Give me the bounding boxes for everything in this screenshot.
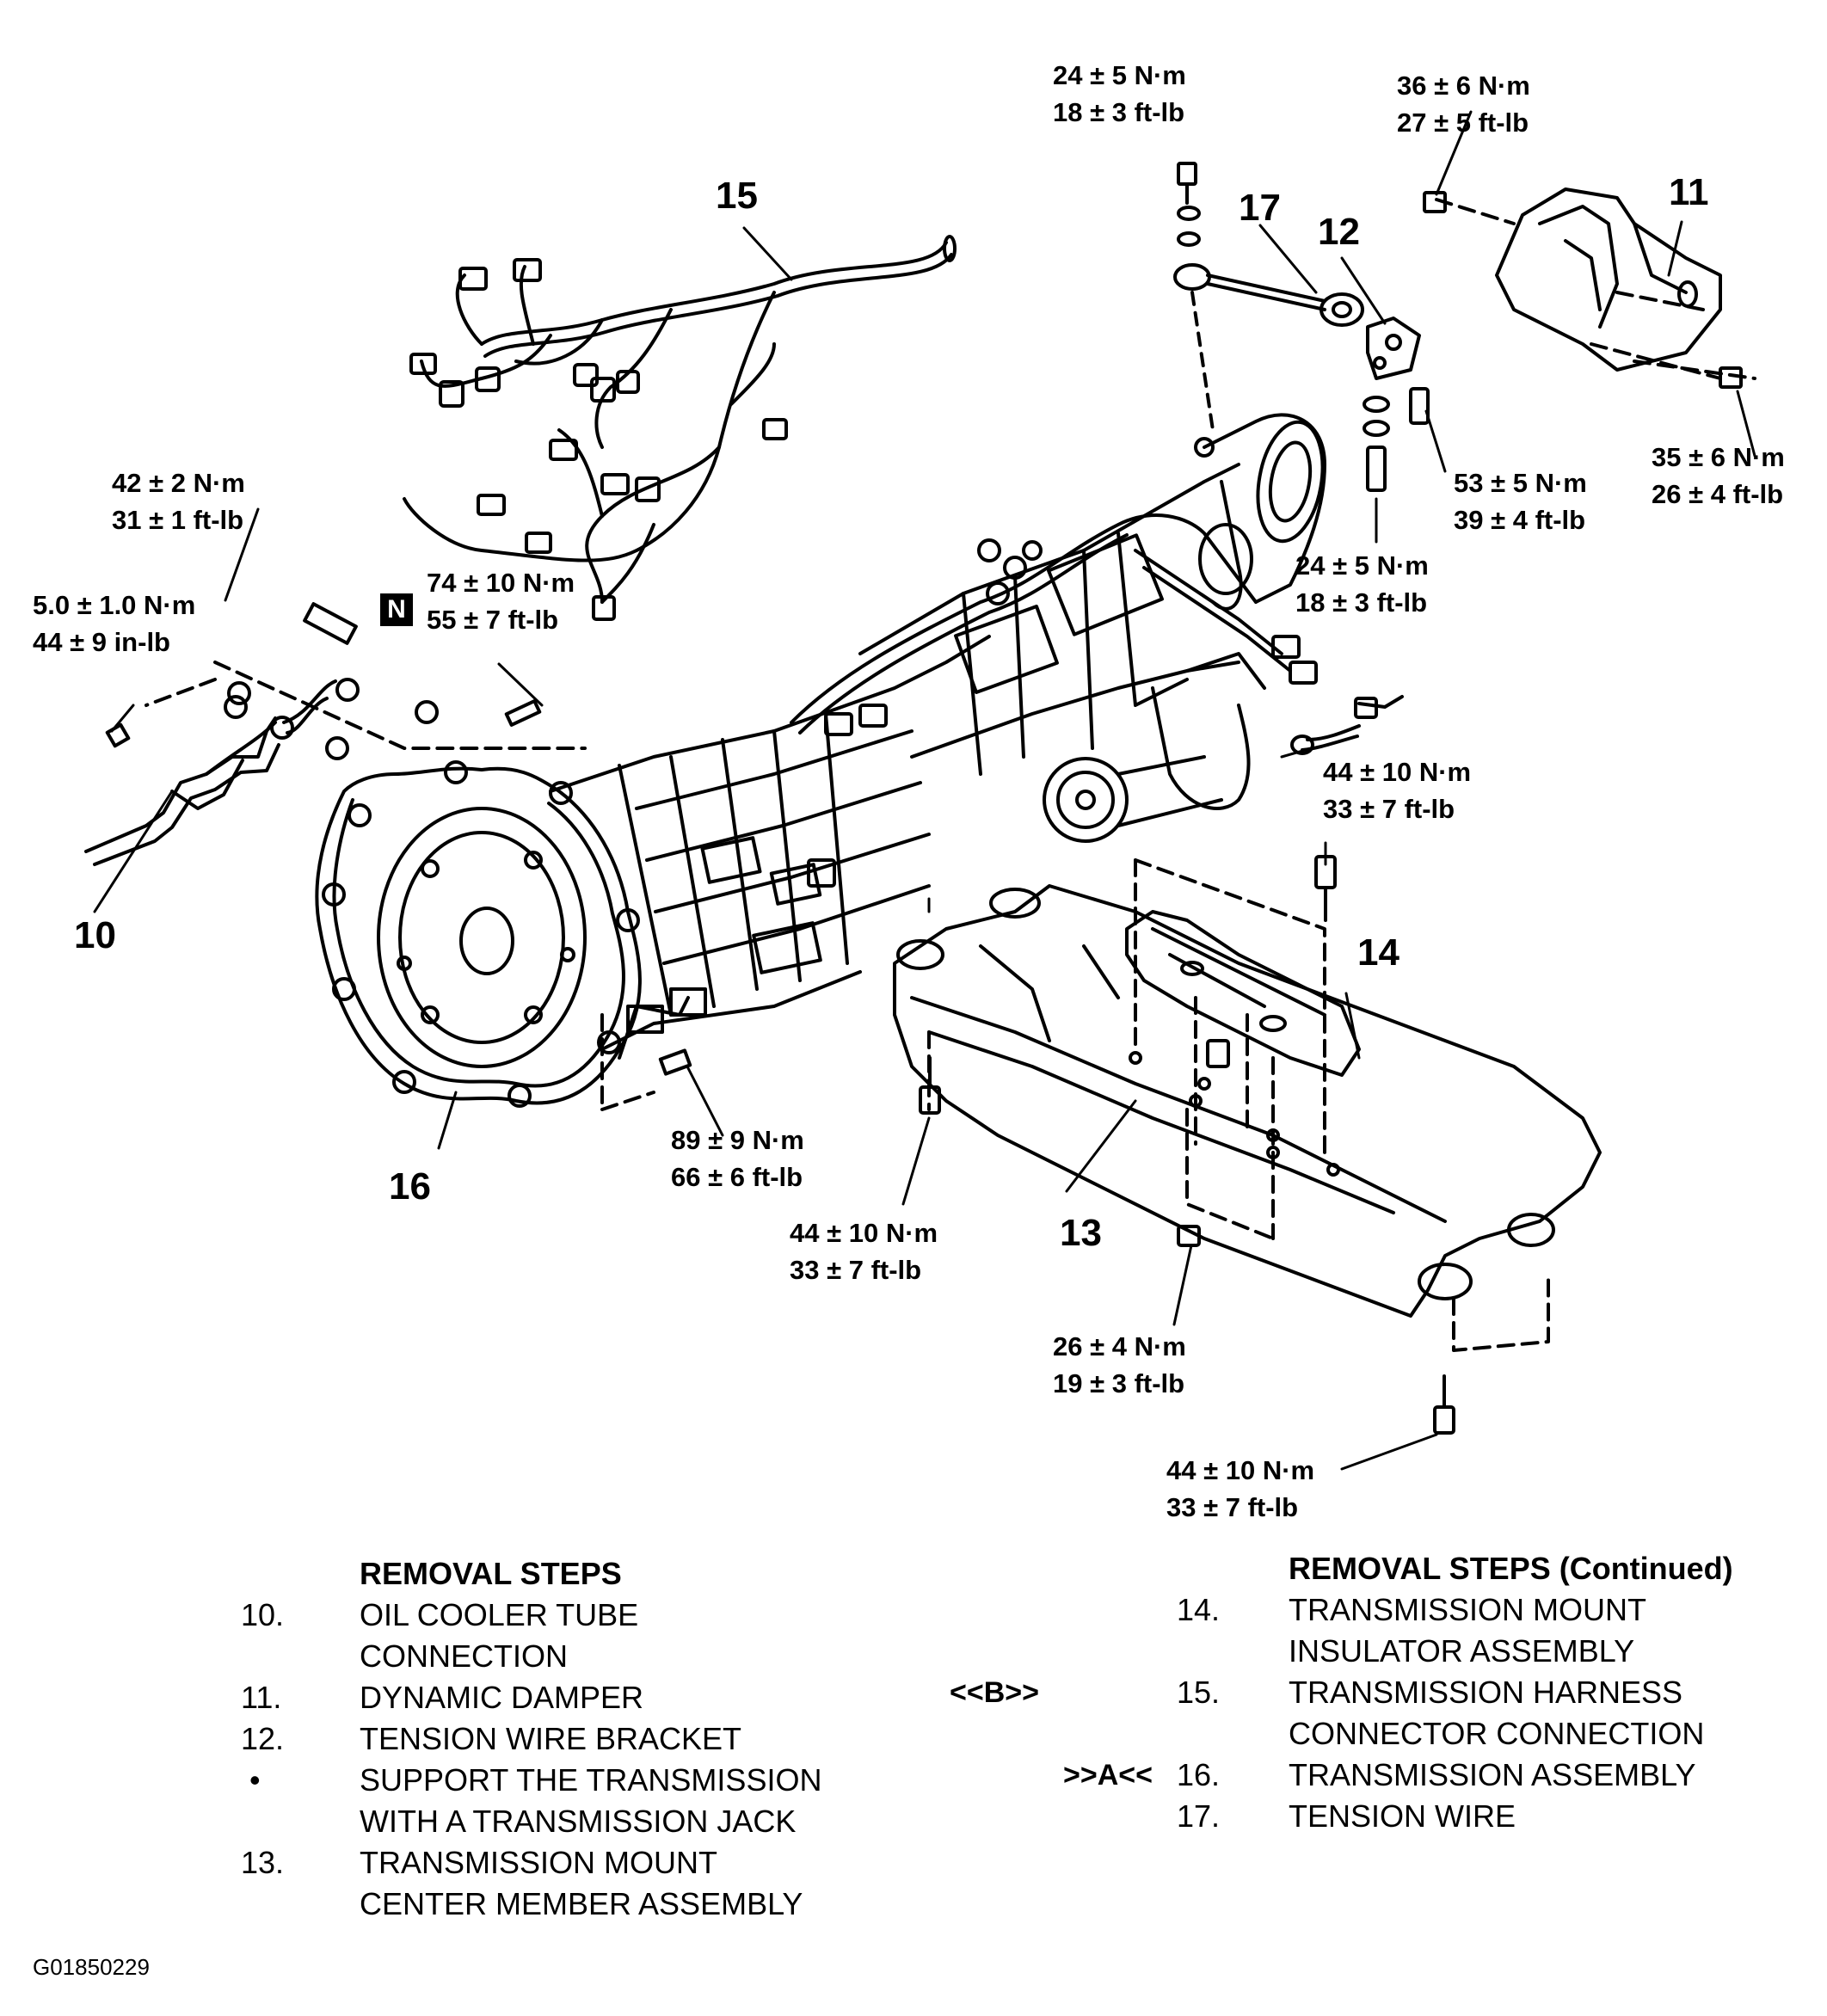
step-row: <<B>> 15. TRANSMISSION HARNESS xyxy=(929,1672,1824,1713)
part-number-11: 11 xyxy=(1669,171,1709,213)
part-number-12: 12 xyxy=(1318,211,1360,253)
step-row: 10. OIL COOLER TUBE xyxy=(241,1595,931,1636)
part-number-15: 15 xyxy=(716,175,758,217)
step-number: 10. xyxy=(241,1597,285,1632)
step-row: 11. DYNAMIC DAMPER xyxy=(241,1677,931,1718)
part-number-13: 13 xyxy=(1060,1212,1102,1254)
part-number-10: 10 xyxy=(74,914,116,956)
tension-wire-bracket xyxy=(1363,317,1430,492)
alignment-lines xyxy=(145,291,1756,1352)
part-number-16: 16 xyxy=(389,1165,431,1208)
non-reusable-part-badge: N xyxy=(380,593,413,626)
step-number: 16. xyxy=(1177,1757,1221,1792)
transmission-harness xyxy=(403,235,957,621)
step-number: 15. xyxy=(1177,1675,1221,1710)
step-procedure-mark: <<B>> xyxy=(950,1676,1039,1709)
step-text: TRANSMISSION MOUNT xyxy=(1289,1592,1647,1627)
tension-wire xyxy=(1173,162,1364,432)
step-row: >>A<< 16. TRANSMISSION ASSEMBLY xyxy=(929,1755,1824,1796)
step-number: 14. xyxy=(1177,1592,1221,1627)
step-text: TRANSMISSION HARNESS xyxy=(1289,1675,1683,1710)
removal-steps: REMOVAL STEPS 10. OIL COOLER TUBE CONNECTI… xyxy=(241,1553,931,1925)
step-text: CONNECTION xyxy=(360,1638,568,1674)
step-text: DYNAMIC DAMPER xyxy=(360,1680,644,1715)
mount-insulator xyxy=(1125,910,1361,1077)
step-text: TENSION WIRE BRACKET xyxy=(360,1721,742,1756)
step-number: • xyxy=(249,1762,261,1798)
dynamic-damper xyxy=(1423,187,1743,389)
mount-bolts xyxy=(658,695,1455,1435)
step-row: 17. TENSION WIRE xyxy=(929,1796,1824,1837)
step-row: INSULATOR ASSEMBLY xyxy=(929,1631,1824,1672)
removal-steps-continued: REMOVAL STEPS (Continued) 14. TRANSMISSIO… xyxy=(929,1548,1824,1837)
step-text: CONNECTOR CONNECTION xyxy=(1289,1716,1705,1751)
step-number: 12. xyxy=(241,1721,285,1756)
step-row: CENTER MEMBER ASSEMBLY xyxy=(243,1884,931,1925)
step-text: TRANSMISSION MOUNT xyxy=(360,1845,718,1880)
step-text: OIL COOLER TUBE xyxy=(360,1597,639,1632)
removal-steps-continued-heading: REMOVAL STEPS (Continued) xyxy=(1289,1551,1733,1586)
part-number-17: 17 xyxy=(1239,187,1281,229)
step-text: TENSION WIRE xyxy=(1289,1798,1516,1834)
leader-lines xyxy=(93,110,1756,1471)
step-text: INSULATOR ASSEMBLY xyxy=(1289,1633,1635,1669)
step-text: TRANSMISSION ASSEMBLY xyxy=(1289,1757,1696,1792)
figure-id: G01850229 xyxy=(33,1954,150,1980)
step-number: 17. xyxy=(1177,1798,1221,1834)
step-number: 13. xyxy=(241,1845,285,1880)
center-member xyxy=(893,884,1602,1318)
step-row: 12. TENSION WIRE BRACKET xyxy=(241,1718,931,1760)
step-text: CENTER MEMBER ASSEMBLY xyxy=(360,1886,803,1921)
step-row: WITH A TRANSMISSION JACK xyxy=(243,1801,931,1842)
step-procedure-mark: >>A<< xyxy=(1063,1759,1153,1792)
step-row: 14. TRANSMISSION MOUNT xyxy=(929,1589,1824,1631)
step-row: CONNECTOR CONNECTION xyxy=(929,1713,1824,1755)
removal-steps-heading: REMOVAL STEPS xyxy=(360,1556,622,1591)
transmission-assembly xyxy=(315,413,1326,1108)
step-number: 11. xyxy=(241,1680,282,1715)
step-text: SUPPORT THE TRANSMISSION xyxy=(360,1762,822,1798)
step-row: CONNECTION xyxy=(243,1636,931,1677)
step-row: 13. TRANSMISSION MOUNT xyxy=(241,1842,931,1884)
step-text: WITH A TRANSMISSION JACK xyxy=(360,1804,797,1839)
removal-steps-list: 10. OIL COOLER TUBE CONNECTION 11. DYNAMIC D… xyxy=(241,1595,931,1925)
step-row: • SUPPORT THE TRANSMISSION xyxy=(243,1760,931,1801)
part-number-14: 14 xyxy=(1357,931,1399,974)
